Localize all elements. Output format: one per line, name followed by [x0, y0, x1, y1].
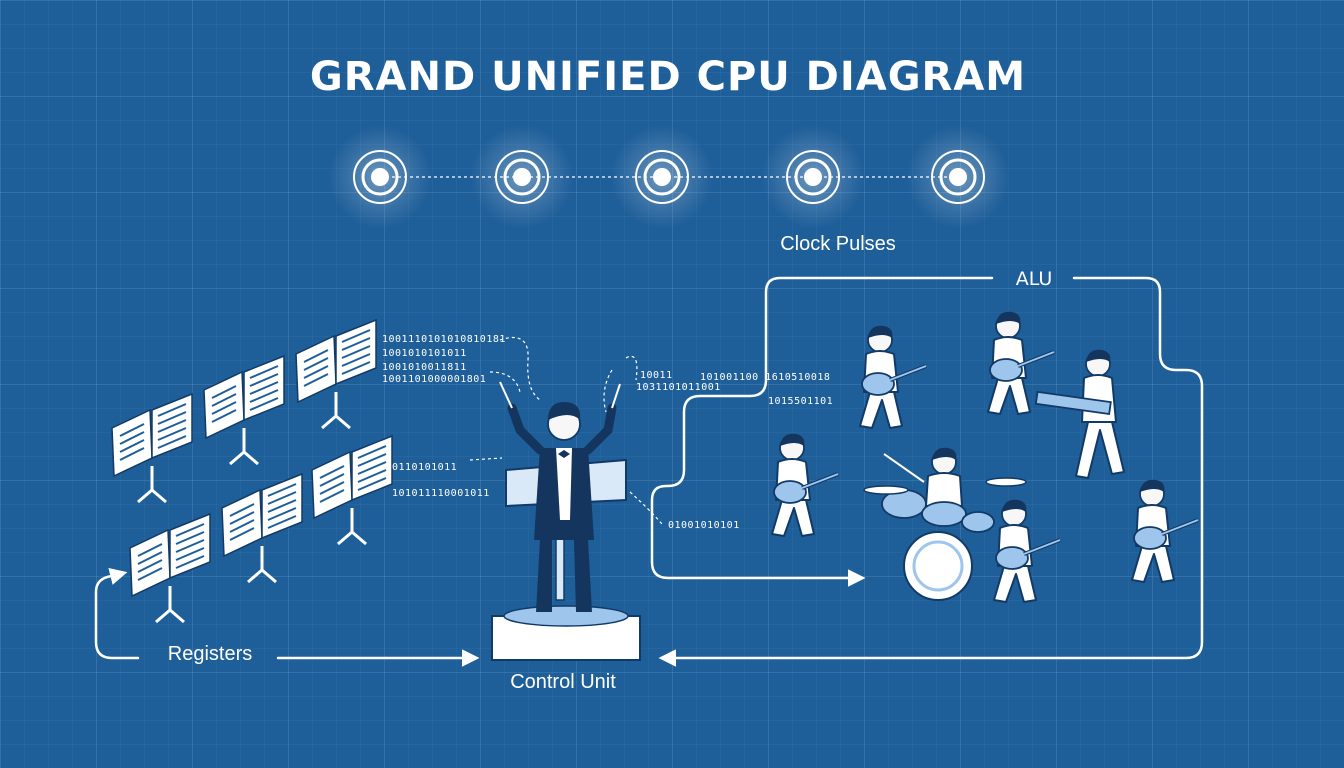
- register-stand-4: [128, 512, 212, 624]
- register-stand-6: [310, 434, 394, 546]
- control-unit-label: Control Unit: [510, 671, 616, 693]
- clock-pulse-1: [328, 125, 432, 229]
- bit-stream-8: 1031101011001: [636, 382, 721, 393]
- binary-streams: 1001110101010810181 1001010101011 100101…: [382, 334, 833, 531]
- bit-stream-3: 1001010011811: [382, 362, 467, 373]
- control-unit: [491, 381, 641, 661]
- musician-keyboardist: [1034, 349, 1125, 479]
- musician-guitarist-3: [770, 431, 840, 538]
- register-stand-2: [202, 354, 286, 466]
- clock-pulse-4: [761, 125, 865, 229]
- clock-pulse-5: [906, 125, 1010, 229]
- clock-pulses: [328, 125, 1010, 229]
- register-stand-1: [110, 392, 194, 504]
- bit-stream-11: 01001010101: [668, 520, 740, 531]
- musician-guitarist-4: [992, 497, 1062, 604]
- registers-label: Registers: [168, 643, 252, 665]
- bit-stream-1: 1001110101010810181: [382, 334, 506, 345]
- bit-stream-6: 101011110001011: [392, 488, 490, 499]
- bit-stream-9: 101001100 1610510018: [700, 372, 830, 383]
- registers-group: [110, 318, 394, 624]
- alu-boundary: [650, 276, 994, 587]
- clock-pulse-3: [610, 125, 714, 229]
- clock-pulses-label: Clock Pulses: [780, 233, 896, 255]
- bit-stream-4: 1001101000001801: [382, 374, 486, 385]
- bit-stream-7: 10011: [640, 370, 673, 381]
- register-stand-3: [294, 318, 378, 430]
- alu-band: [770, 309, 1200, 604]
- register-stand-5: [220, 472, 304, 584]
- bit-stream-10: 1015501101: [768, 396, 833, 407]
- conductor: [499, 381, 621, 612]
- alu-label: ALU: [1016, 268, 1053, 290]
- bit-stream-2: 1001010101011: [382, 348, 467, 359]
- musician-guitarist-1: [858, 323, 928, 430]
- clock-pulse-2: [470, 125, 574, 229]
- musician-guitarist-5: [1130, 477, 1200, 584]
- bit-stream-5: 0110101011: [392, 462, 457, 473]
- musician-drummer: [863, 447, 1027, 601]
- diagram-title: GRAND UNIFIED CPU DIAGRAM: [310, 54, 1026, 100]
